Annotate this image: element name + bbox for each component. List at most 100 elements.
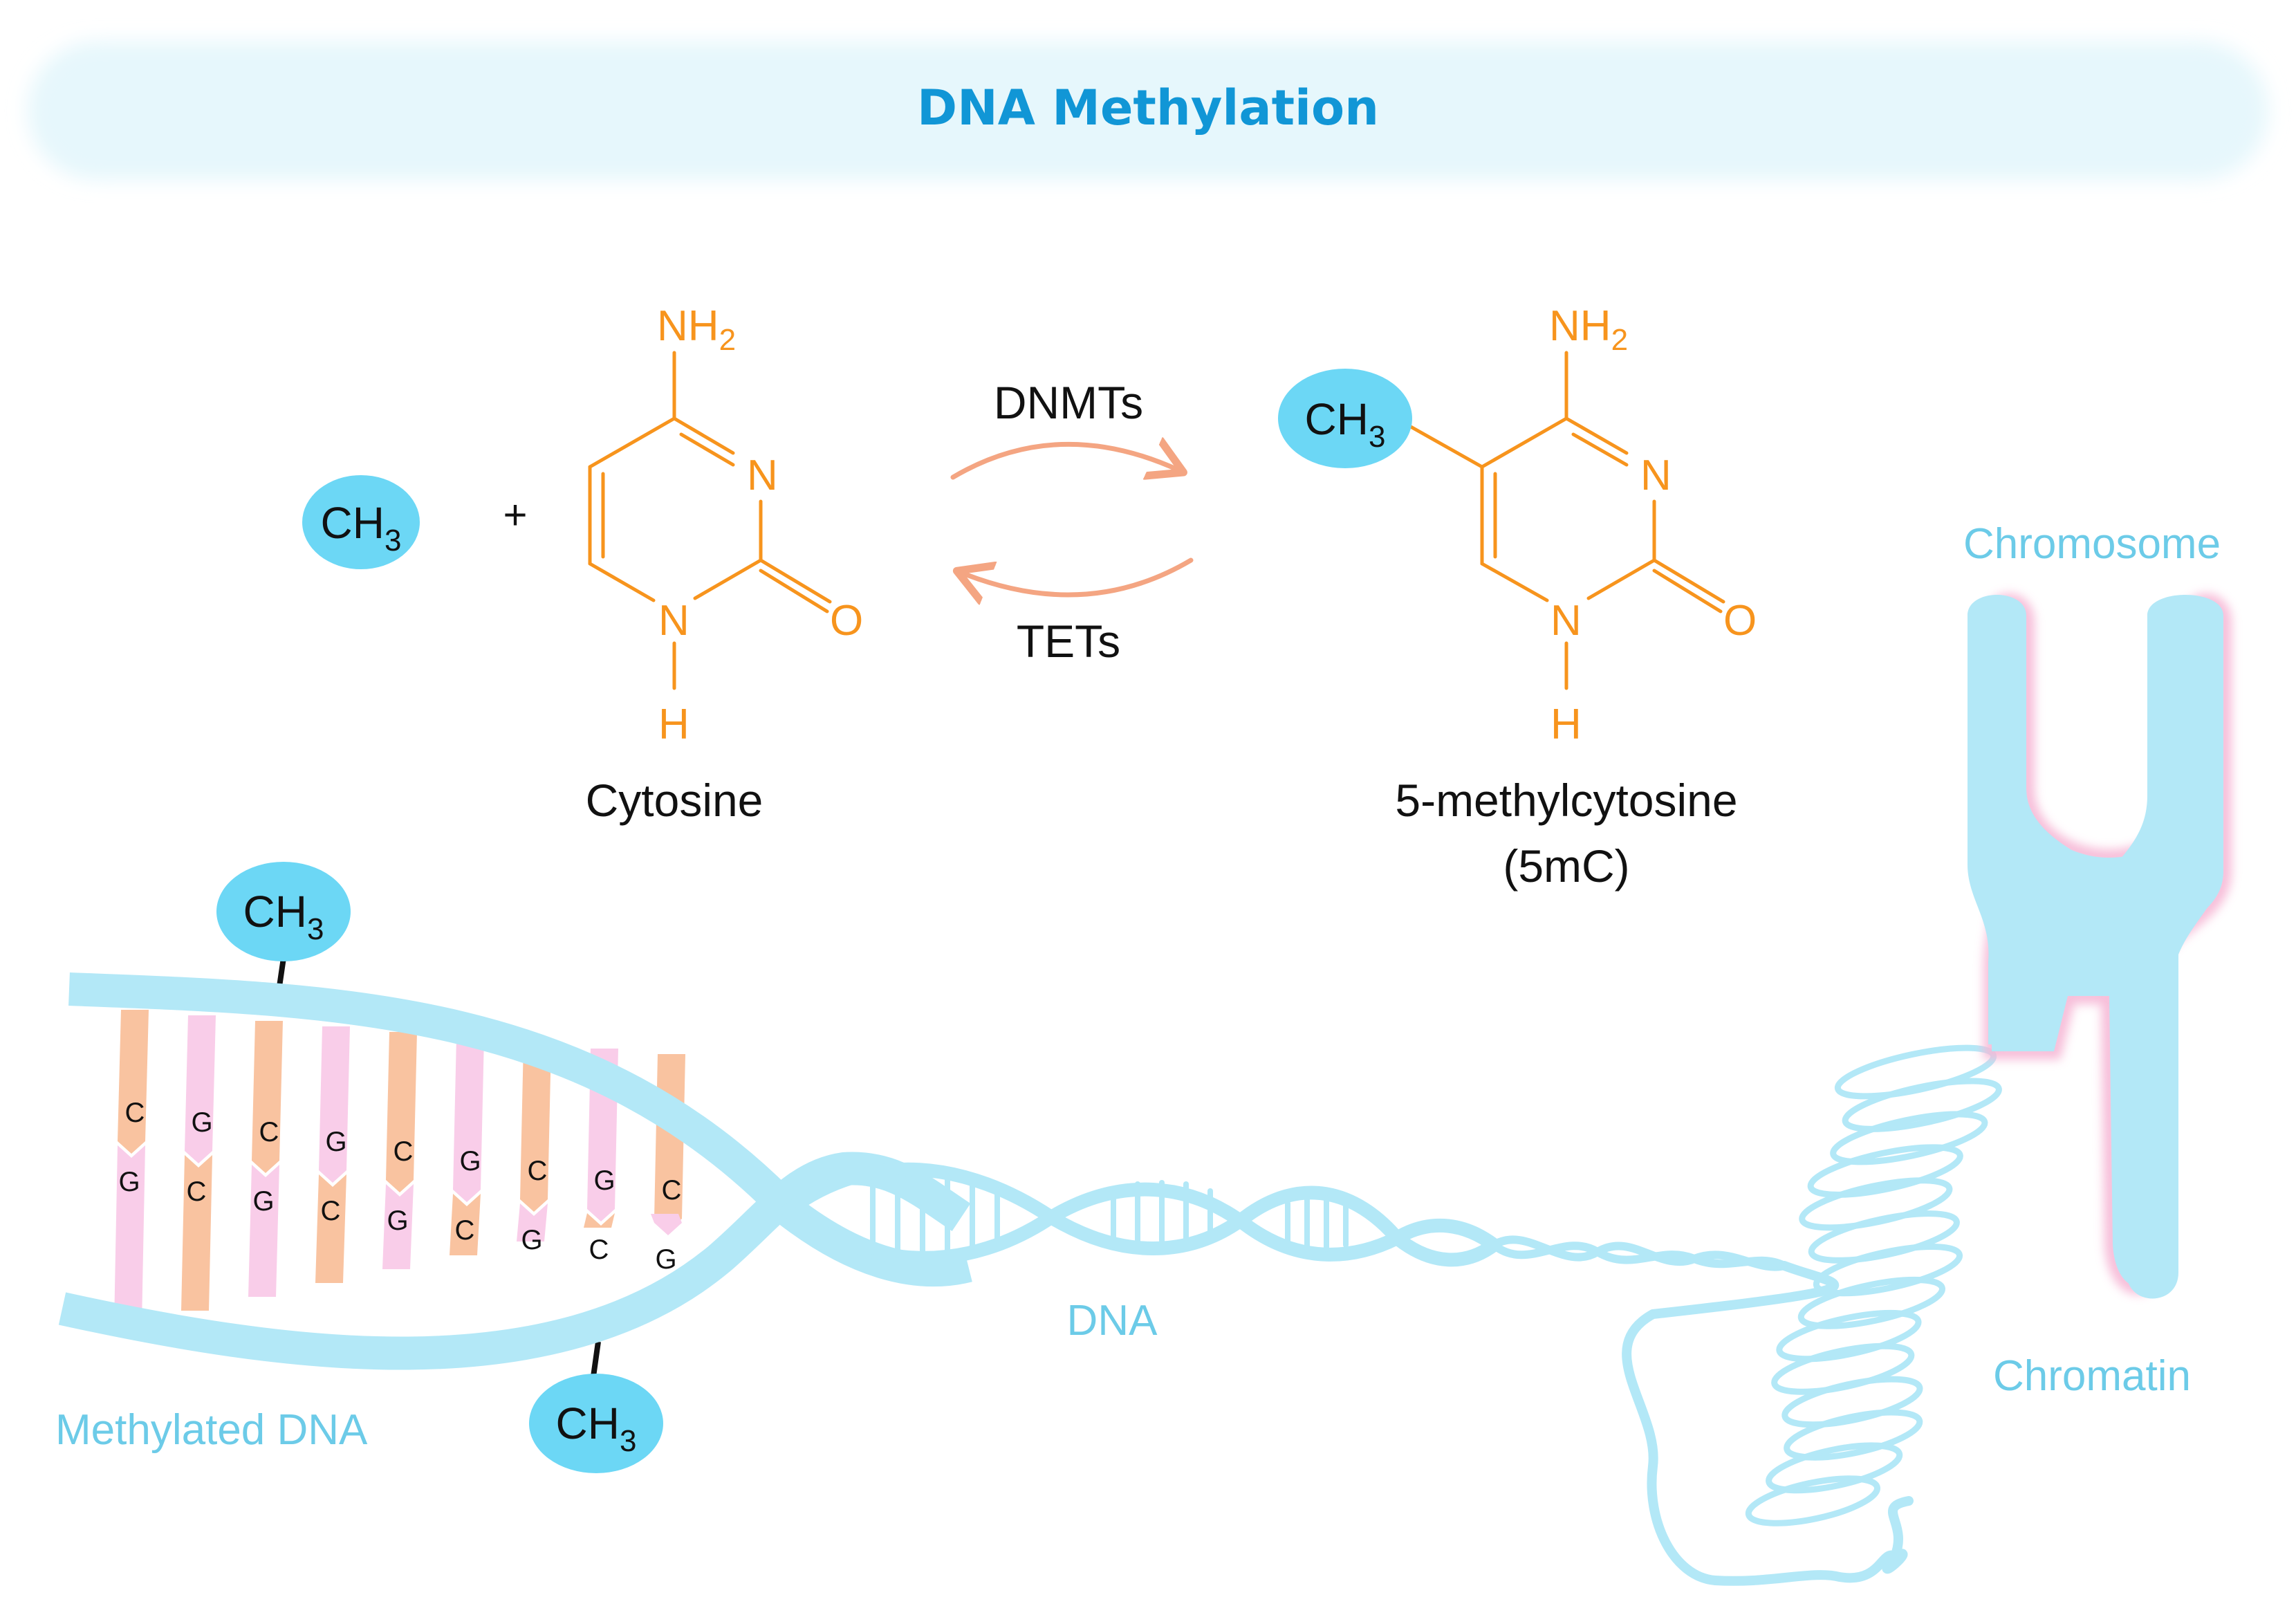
base-letter-bottom: G [521, 1225, 542, 1255]
base-bottom [114, 1145, 145, 1325]
base-letter-top: G [191, 1107, 212, 1138]
label-chromatin: Chromatin [1993, 1352, 2191, 1400]
base-bottom [248, 1165, 279, 1297]
methylcytosine-n1: N [1550, 597, 1582, 645]
base-bottom [450, 1194, 481, 1255]
cytosine-n1: N [658, 597, 689, 645]
dna-helix [781, 1162, 1914, 1586]
chromatin-loop [1799, 1177, 1953, 1231]
chromatin-loop [1807, 1144, 1963, 1198]
chromatin-loop [1830, 1111, 1988, 1165]
base-letter-top: C [528, 1156, 548, 1186]
base-bottom [584, 1213, 615, 1228]
methyl-bubble [529, 1374, 663, 1473]
free-methyl-group: CH3 [302, 475, 420, 569]
chromatin-loop [1745, 1475, 1880, 1526]
methyl-bubble [302, 475, 420, 569]
base-bottom [651, 1214, 682, 1235]
cytosine-oxygen: O [830, 597, 863, 645]
chromatin-coil [1745, 1044, 2002, 1526]
base-top [252, 1021, 283, 1173]
chromatin-loop [1834, 1044, 1997, 1100]
dna-methyl-top: CH3 [216, 862, 351, 961]
chromatin-loop [1808, 1210, 1960, 1264]
cytosine-hydrogen: H [658, 701, 689, 748]
methylcytosine-methyl: CH3 [1278, 369, 1412, 468]
chromatin-loop [1797, 1276, 1945, 1329]
base-letter-top: C [259, 1117, 279, 1147]
base-top [185, 1015, 216, 1163]
base-letter-top: G [459, 1146, 481, 1176]
methyl-label: CH3 [321, 498, 402, 557]
base-letter-bottom: C [187, 1176, 207, 1207]
methylcytosine-structure [1409, 351, 1725, 690]
base-top [118, 1010, 149, 1154]
base-letter-bottom: G [252, 1186, 274, 1217]
label-chromosome: Chromosome [1963, 520, 2221, 568]
cytosine-structure [588, 351, 832, 690]
chromosome [1968, 593, 2232, 1299]
base-letter-bottom: C [321, 1196, 341, 1226]
base-top [319, 1026, 350, 1183]
base-top [520, 1043, 551, 1212]
dna-thin-strand-2 [1490, 1241, 1788, 1270]
methyl-bubble [216, 862, 351, 961]
chromatin-linker [1622, 1261, 1914, 1586]
methyl-label: CH3 [1305, 394, 1386, 454]
reverse-arrow [961, 557, 1194, 595]
base-letter-top: C [125, 1098, 145, 1128]
base-letter-top: G [593, 1165, 615, 1196]
chromatid-right [2095, 595, 2223, 1299]
page-title: DNA Methylation [917, 80, 1379, 136]
methylcytosine-atoms: NH2 N N O H [1549, 302, 1757, 748]
forward-enzyme-label: DNMTs [994, 377, 1143, 428]
base-bottom [382, 1184, 414, 1269]
label-methylated-dna: Methylated DNA [55, 1406, 368, 1454]
cytosine-atoms: NH2 N N O H [657, 302, 863, 748]
helix-strand-b [781, 1182, 1501, 1265]
forward-arrow [950, 444, 1179, 477]
chromatin-loop [1781, 1376, 1923, 1428]
cytosine-n3: N [747, 452, 778, 499]
methylcytosine-amino: NH2 [1549, 302, 1628, 357]
methylcytosine-hydrogen: H [1550, 701, 1582, 748]
methylcytosine-abbrev: (5mC) [1503, 840, 1629, 892]
chromatin-loop [1813, 1244, 1963, 1297]
base-letter-bottom: C [455, 1215, 475, 1246]
reaction-arrows: DNMTs TETs [950, 377, 1194, 667]
methyl-label: CH3 [243, 887, 324, 946]
title-banner: DNA Methylation [28, 41, 2268, 180]
methylcytosine-name: 5-methylcytosine [1395, 775, 1737, 826]
chromatin-loop [1842, 1078, 2002, 1132]
chromatin-loop [1776, 1309, 1922, 1363]
base-top [453, 1037, 484, 1202]
dna-methyl-bottom: CH3 [529, 1374, 663, 1473]
chromatin-loop [1784, 1409, 1923, 1461]
methylcytosine-n3: N [1640, 452, 1672, 499]
base-letter-bottom: G [387, 1206, 408, 1236]
title-banner-background [28, 41, 2268, 180]
methylcytosine-oxygen: O [1723, 597, 1757, 645]
label-dna: DNA [1067, 1297, 1158, 1345]
helix-rungs [870, 1172, 1349, 1258]
base-letter-bottom: G [118, 1167, 140, 1197]
base-letter-top: G [325, 1127, 346, 1157]
base-bottom [517, 1203, 548, 1242]
methyl-bubble [1278, 369, 1412, 468]
plus-sign: + [503, 492, 527, 538]
base-letter-bottom: C [589, 1235, 609, 1265]
base-top [386, 1032, 417, 1192]
methyl-stalk-bottom [591, 1341, 601, 1377]
base-letter-bottom: G [655, 1244, 676, 1275]
base-bottom [181, 1155, 212, 1311]
methyl-label: CH3 [556, 1399, 637, 1458]
base-bottom [315, 1174, 346, 1283]
chromatin-loop [1766, 1442, 1903, 1494]
cytosine-amino: NH2 [657, 302, 736, 357]
reverse-enzyme-label: TETs [1017, 616, 1120, 667]
base-letter-top: C [662, 1175, 682, 1206]
chromosome-body [1992, 602, 2223, 1286]
